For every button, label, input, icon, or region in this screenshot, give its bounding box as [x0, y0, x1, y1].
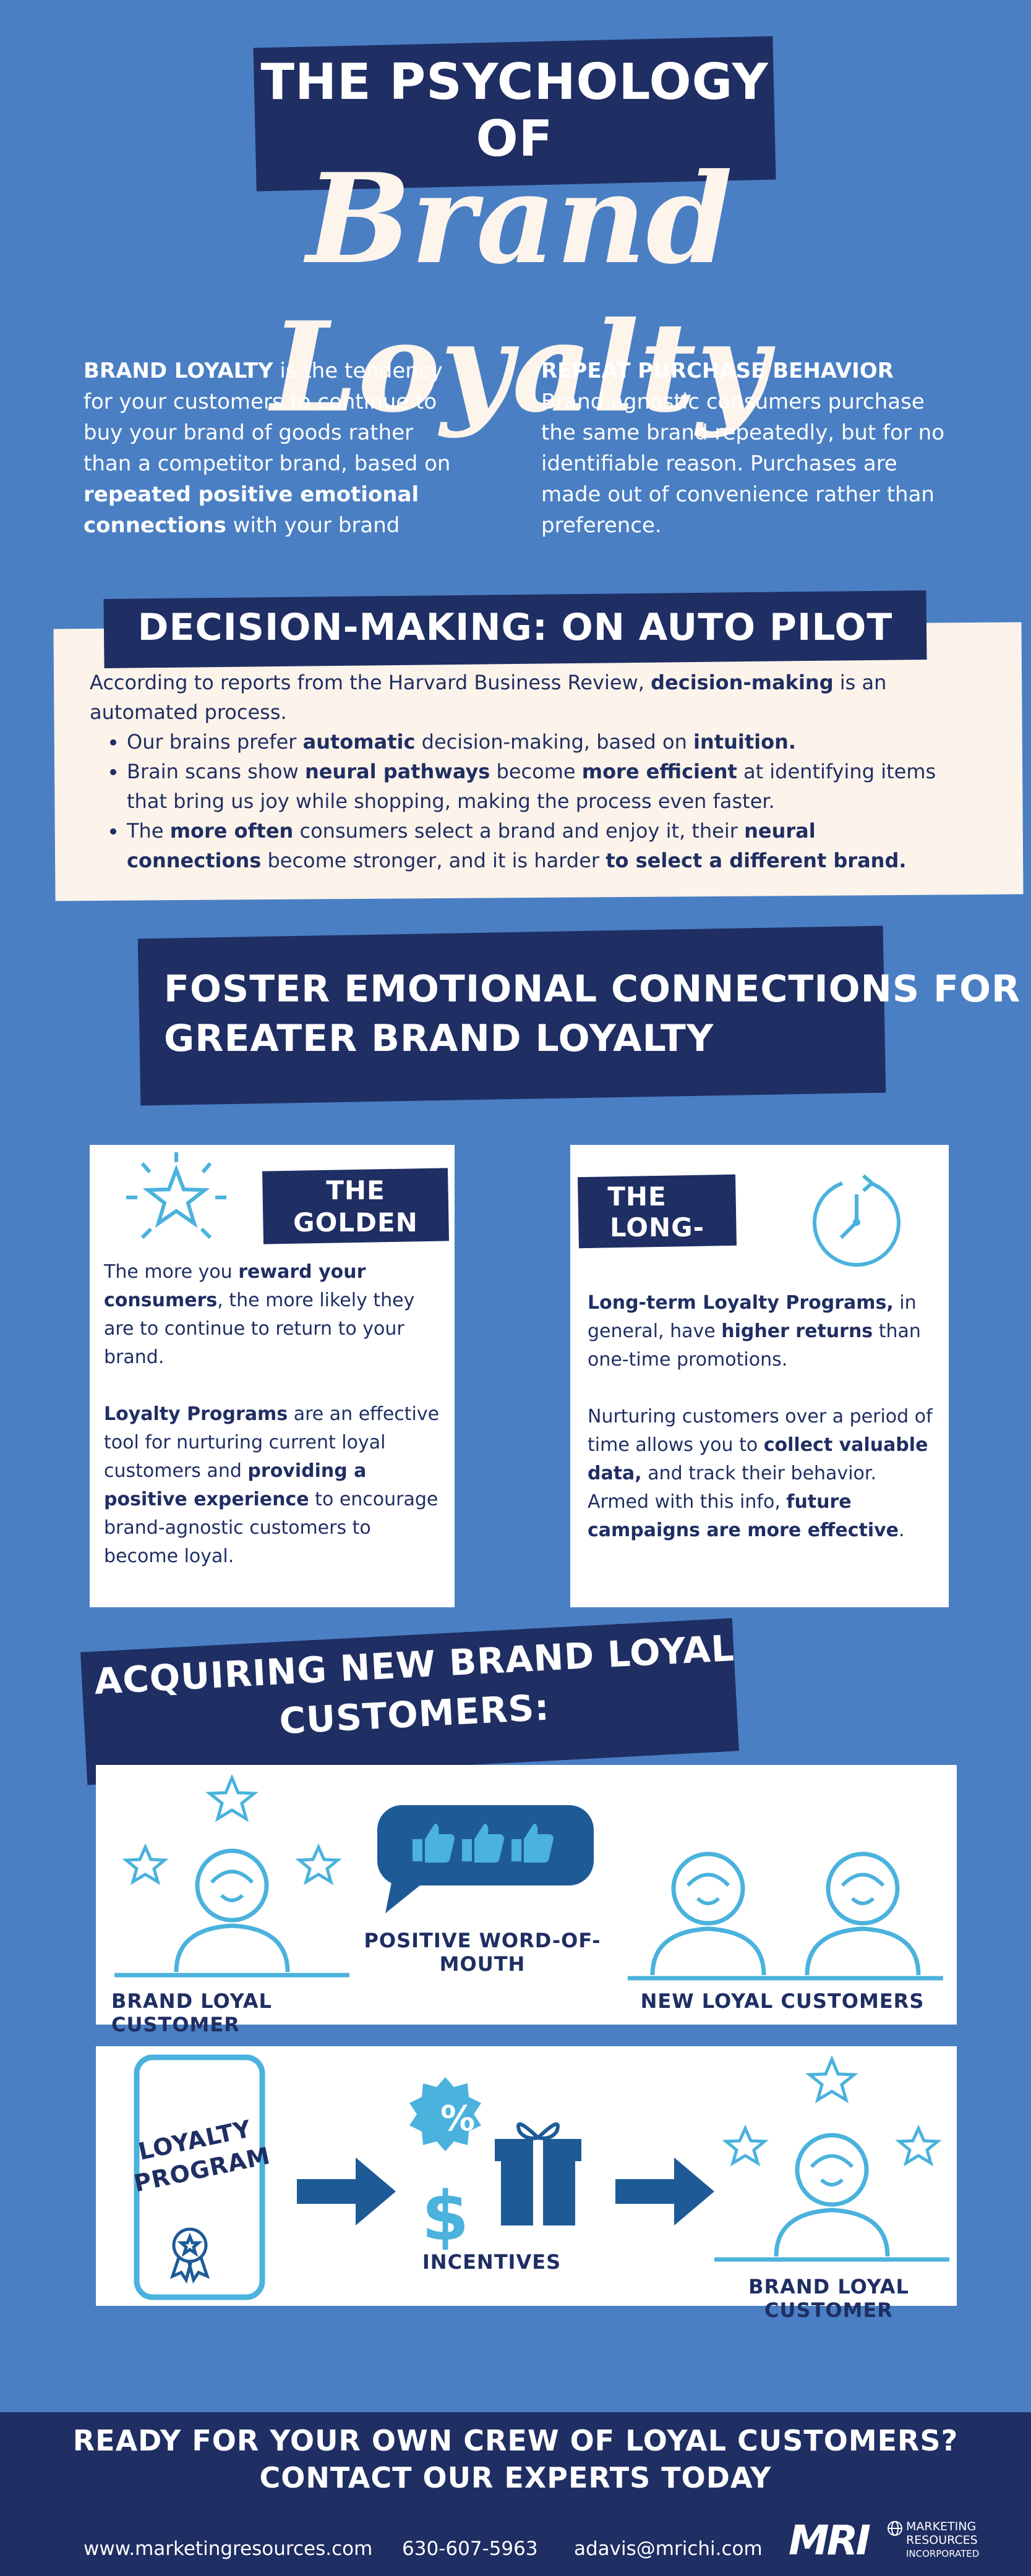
decision-intro: According to reports from the Harvard Bu… [90, 671, 887, 724]
golden-rule-label-1: THE [326, 1175, 385, 1205]
new-loyal-customers-label: NEW LOYAL CUSTOMERS [640, 1989, 925, 2013]
footer-website-link[interactable]: www.marketingresources.com [83, 2538, 373, 2560]
company-logo: MRI MARKETING RESOURCES INCORPORATED [789, 2516, 986, 2565]
golden-rule-p1: The more you reward your consumers, the … [104, 1261, 415, 1368]
brand-loyalty-definition: BRAND LOYALTY is the tendency for your c… [83, 359, 451, 538]
long-haul-label-1: THE [607, 1181, 667, 1212]
percent-symbol: % [440, 2099, 476, 2139]
long-haul-text: Long-term Loyalty Programs, in general, … [588, 1289, 934, 1545]
footer [0, 2412, 1031, 2576]
decision-body: According to reports from the Harvard Bu… [90, 668, 956, 875]
positive-word-of-mouth-label: POSITIVE WORD-OF-MOUTH [364, 1929, 601, 1976]
footer-email-link[interactable]: adavis@mrichi.com [574, 2538, 763, 2560]
golden-rule-label-2: GOLDEN RULE [293, 1207, 418, 1270]
repeat-purchase-heading: REPEAT PURCHASE BEHAVIOR [541, 359, 894, 383]
repeat-purchase-block: REPEAT PURCHASE BEHAVIOR Brand agnostic … [541, 355, 949, 541]
arrow-right-icon [297, 2157, 396, 2225]
footer-cta-line-2: CONTACT OUR EXPERTS TODAY [259, 2461, 772, 2494]
star-burst-icon [126, 1152, 226, 1239]
brand-loyal-customer-illustration-2 [714, 2055, 949, 2262]
title-line-2: OF [476, 110, 554, 168]
logo-text-1: MARKETING [906, 2520, 977, 2533]
globe-icon [888, 2521, 902, 2536]
dollar-sign-icon: $ [421, 2177, 469, 2256]
decision-bullet-3: The more often consumers select a brand … [127, 816, 956, 875]
percent-badge-icon [409, 2077, 481, 2151]
golden-rule-text: The more you reward your consumers, the … [104, 1258, 441, 1571]
speech-bubble-thumbs-icon [377, 1805, 594, 1913]
title-script: Brand Loyalty [270, 147, 769, 440]
incentives-label: INCENTIVES [422, 2250, 562, 2274]
footer-phone-link[interactable]: 630-607-5963 [402, 2538, 538, 2560]
decision-bullet-1: Our brains prefer automatic decision-mak… [127, 727, 956, 757]
long-haul-label-2: LONG-HAUL [609, 1212, 705, 1275]
arrow-right-icon-2 [615, 2157, 714, 2225]
incentives-icon [409, 2077, 581, 2225]
logo-text-2: RESOURCES [906, 2533, 978, 2547]
star-icon [295, 1843, 342, 1885]
brand-loyal-customer-illustration [114, 1774, 349, 1978]
long-haul-p1: Long-term Loyalty Programs, in general, … [588, 1292, 921, 1371]
brand-loyalty-term: BRAND LOYALTY [83, 359, 273, 383]
clock-icon [813, 1174, 901, 1267]
foster-line-2: GREATER BRAND LOYALTY [164, 1017, 714, 1060]
repeat-purchase-text: Brand agnostic consumers purchase the sa… [541, 389, 945, 538]
footer-cta-line-1: READY FOR YOUR OWN CREW OF LOYAL CUSTOME… [72, 2424, 959, 2457]
decision-bullet-2: Brain scans show neural pathways become … [127, 757, 956, 816]
brand-loyal-customer-label-2: BRAND LOYAL CUSTOMER [748, 2275, 909, 2322]
logo-text-3: INCORPORATED [906, 2548, 980, 2559]
new-loyal-customers-illustration [628, 1851, 943, 1981]
decision-heading: DECISION-MAKING: ON AUTO PILOT [137, 606, 893, 649]
star-icon [805, 2055, 858, 2104]
title-line-1: THE PSYCHOLOGY [260, 53, 769, 111]
golden-rule-p2: Loyalty Programs are an effective tool f… [104, 1403, 440, 1567]
star-icon [722, 2124, 769, 2167]
star-icon [205, 1774, 259, 1822]
brand-loyal-customer-label: BRAND LOYAL CUSTOMER [111, 1989, 272, 2036]
long-haul-p2: Nurturing customers over a period of tim… [588, 1406, 933, 1541]
foster-line-1: FOSTER EMOTIONAL CONNECTIONS FOR [164, 967, 1021, 1011]
phone-icon [134, 2054, 265, 2300]
star-icon [122, 1843, 169, 1885]
logo-mark: MRI [789, 2517, 871, 2564]
star-icon [895, 2124, 942, 2167]
